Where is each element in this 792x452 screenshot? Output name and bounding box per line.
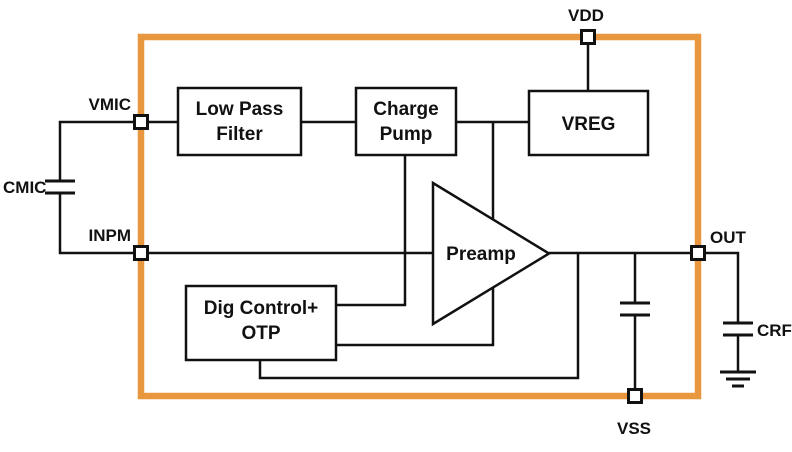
preamp-triangle — [431, 180, 552, 327]
labels: VDD VMIC INPM OUT VSS CMIC CRF — [3, 6, 792, 438]
chip-boundary — [137, 33, 702, 400]
low-pass-filter-label-line1: Low Pass — [196, 99, 284, 120]
ground-symbol — [720, 370, 756, 388]
low-pass-filter-label-line2: Filter — [216, 124, 263, 145]
charge-pump-label-line1: Charge — [373, 99, 438, 120]
pin-inpm — [133, 245, 149, 261]
vdd-label: VDD — [568, 6, 604, 25]
out-label: OUT — [710, 228, 747, 247]
block-dig-control-otp: Dig Control+ OTP — [184, 284, 338, 362]
wire-vregline-to-digcontrol — [336, 122, 495, 347]
pin-out — [690, 245, 706, 261]
block-low-pass-filter: Low Pass Filter — [176, 86, 303, 157]
wire-out-to-crf — [698, 251, 740, 323]
low-pass-filter-box — [176, 86, 303, 157]
cmic-capacitor — [45, 179, 75, 195]
wire-cmic-to-inpm — [58, 193, 141, 255]
vss-label: VSS — [617, 419, 651, 438]
dig-control-label-line2: OTP — [241, 323, 280, 344]
pins — [133, 29, 706, 404]
pin-vdd — [580, 29, 596, 45]
cmic-label: CMIC — [3, 178, 46, 197]
charge-pump-label-line2: Pump — [380, 124, 433, 145]
preamp-label: Preamp — [446, 244, 516, 265]
wire-vmic-external — [58, 120, 141, 181]
wire-feedback-to-digcontrol — [258, 253, 580, 380]
pin-vss — [627, 388, 643, 404]
wire-chargepump-to-digcontrol — [336, 155, 407, 307]
pin-vmic — [133, 114, 149, 130]
dig-control-box — [184, 284, 338, 362]
vreg-box — [527, 89, 650, 157]
crf-label: CRF — [757, 321, 792, 340]
block-charge-pump: Charge Pump — [354, 86, 458, 157]
internal-capacitor — [620, 301, 650, 317]
charge-pump-box — [354, 86, 458, 157]
dig-control-label-line1: Dig Control+ — [204, 298, 319, 319]
vmic-label: VMIC — [89, 95, 132, 114]
vreg-label: VREG — [562, 114, 616, 135]
block-preamp: Preamp — [431, 180, 552, 327]
wires — [58, 37, 740, 396]
crf-capacitor — [723, 321, 753, 337]
block-vreg: VREG — [527, 89, 650, 157]
inpm-label: INPM — [89, 226, 132, 245]
